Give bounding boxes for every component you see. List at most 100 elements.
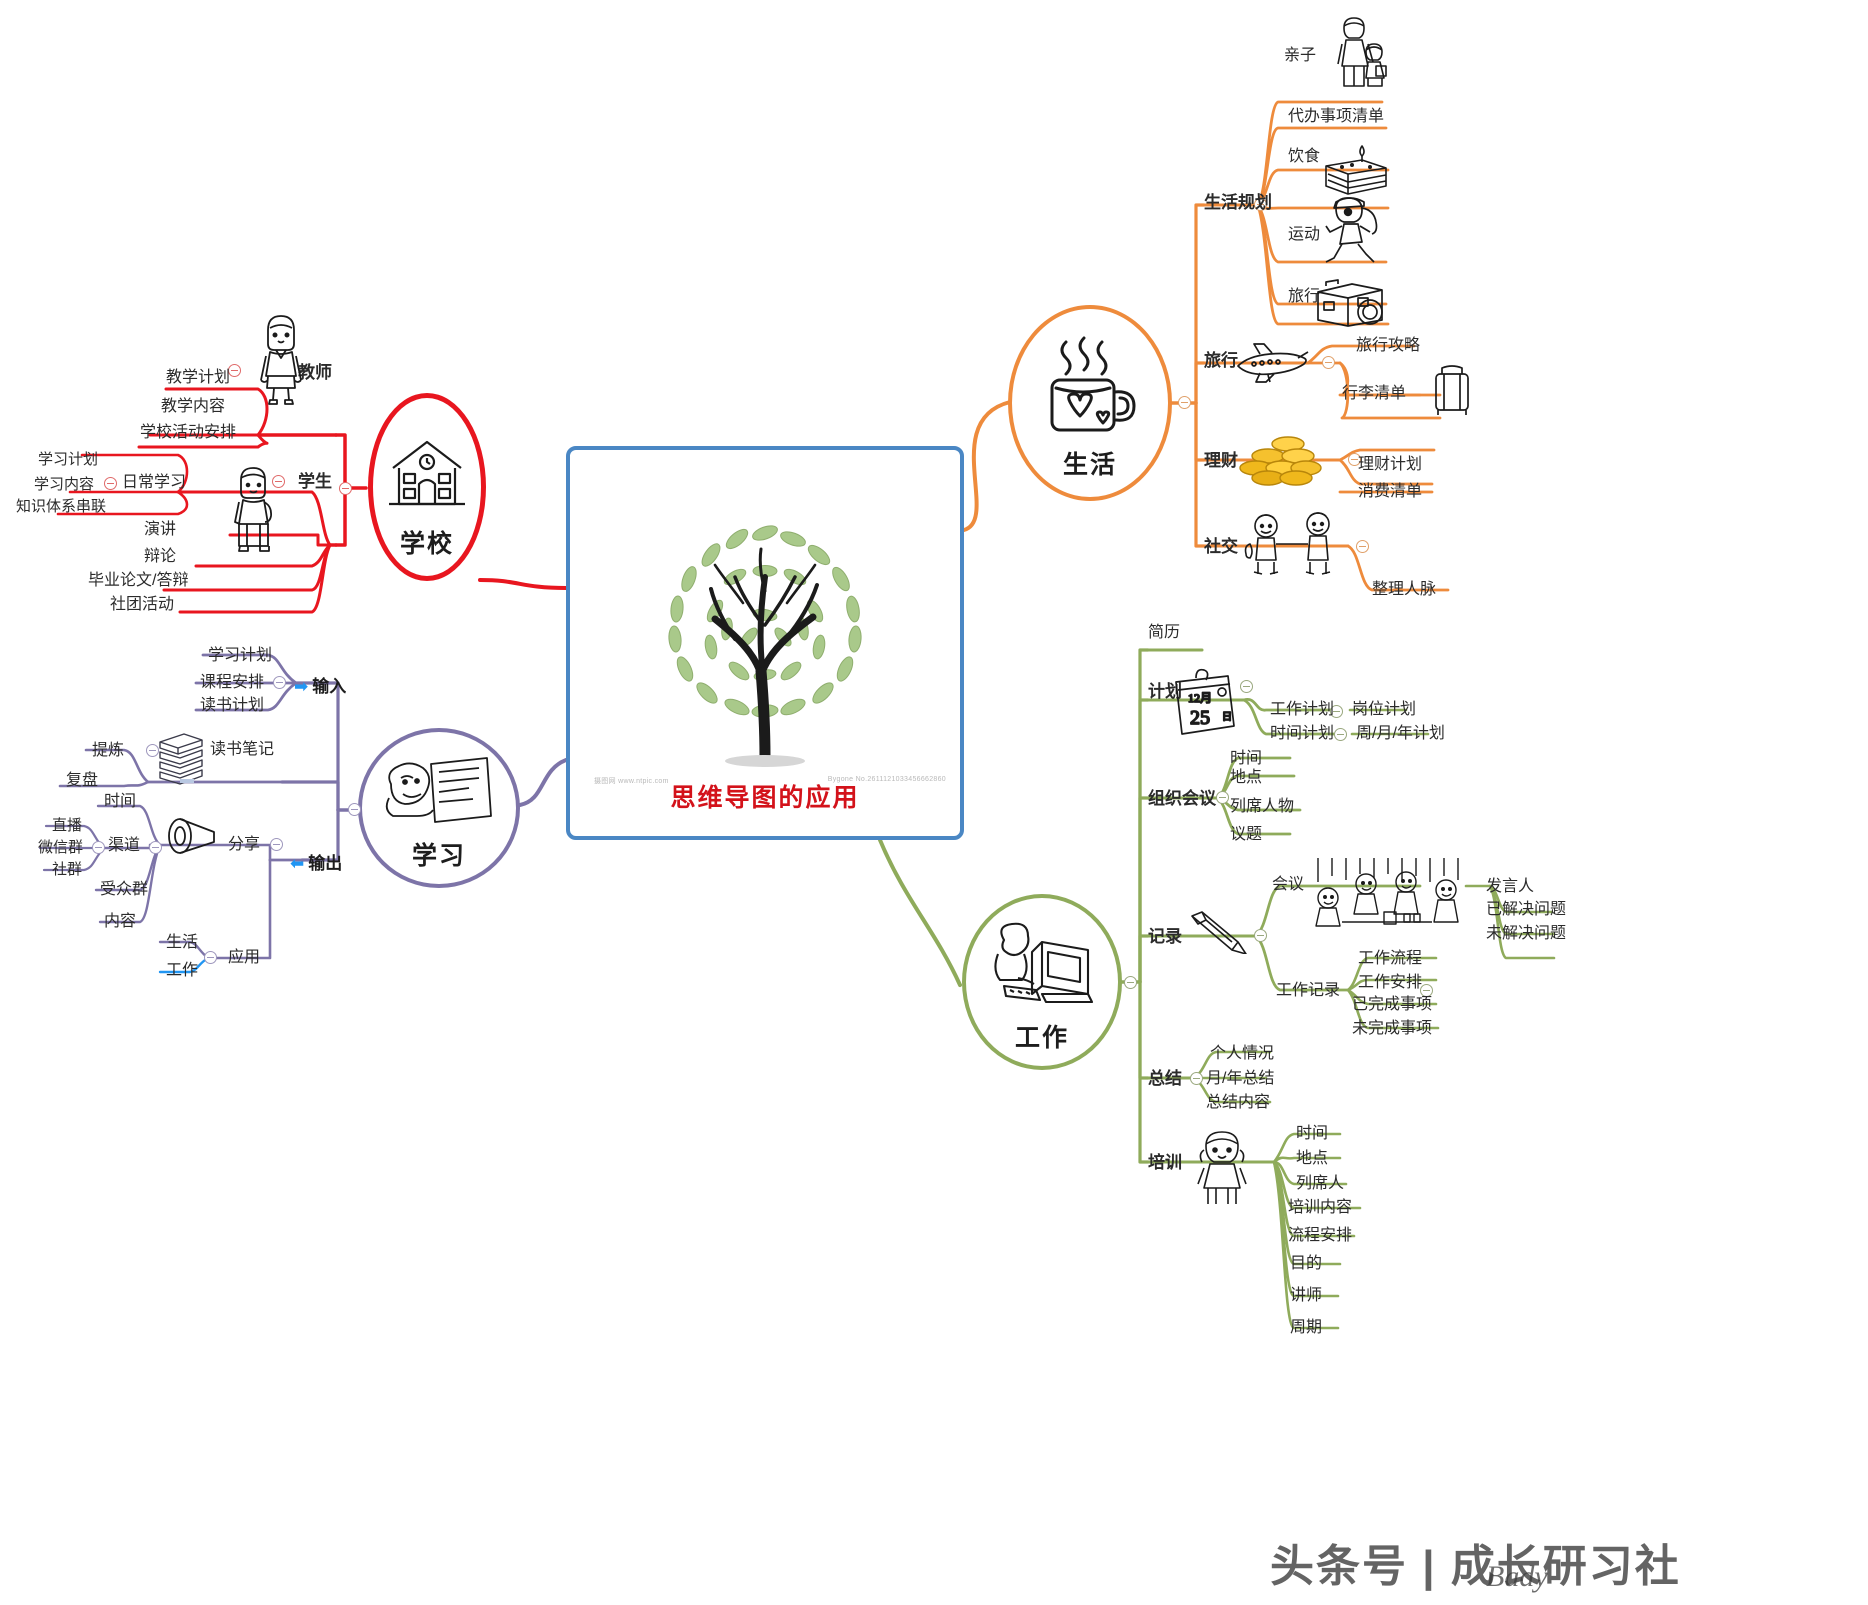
node-reading-notes[interactable]: 读书笔记	[210, 741, 275, 758]
node-summary[interactable]: 总结	[1148, 1069, 1182, 1088]
node-reading-plan[interactable]: 读书计划	[200, 697, 265, 714]
node-training-content[interactable]: 培训内容	[1288, 1199, 1353, 1216]
node-work-arrangement[interactable]: 工作安排	[1358, 974, 1423, 991]
node-luggage-list[interactable]: 行李清单	[1342, 385, 1407, 402]
node-meeting-time[interactable]: 时间	[1230, 750, 1263, 767]
central-topic-box[interactable]: 摄图网 www.ntpic.com Bygone No.261112103345…	[566, 446, 964, 840]
node-speech[interactable]: 演讲	[144, 521, 177, 538]
node-month-year-summary[interactable]: 月/年总结	[1206, 1070, 1275, 1087]
node-finance-plan[interactable]: 理财计划	[1358, 456, 1423, 473]
node-apply-work[interactable]: 工作	[166, 962, 199, 979]
branch-hub-work[interactable]: 工作	[962, 894, 1122, 1070]
node-teaching-plan[interactable]: 教学计划	[166, 369, 231, 386]
node-travel-guide[interactable]: 旅行攻略	[1356, 337, 1421, 354]
node-teacher[interactable]: 教师	[298, 363, 332, 382]
node-course-schedule[interactable]: 课程安排	[200, 674, 265, 691]
node-diet[interactable]: 饮食	[1288, 148, 1321, 165]
node-parenting[interactable]: 亲子	[1284, 47, 1317, 64]
collapse-toggle-travel[interactable]	[1322, 356, 1335, 369]
node-social[interactable]: 社交	[1204, 537, 1238, 556]
node-study-plan[interactable]: 学习计划	[208, 647, 273, 664]
collapse-toggle-reading-notes[interactable]	[146, 744, 159, 757]
collapse-toggle-work-record[interactable]	[1420, 984, 1433, 997]
collapse-toggle-study[interactable]	[348, 803, 361, 816]
node-share-content[interactable]: 内容	[104, 913, 137, 930]
node-training-purpose[interactable]: 目的	[1290, 1255, 1323, 1272]
node-time-plan[interactable]: 时间计划	[1270, 725, 1335, 742]
node-training-time[interactable]: 时间	[1296, 1125, 1329, 1142]
node-study-plan-school[interactable]: 学习计划	[38, 451, 99, 468]
collapse-toggle-student[interactable]	[272, 475, 285, 488]
collapse-toggle-school[interactable]	[339, 482, 352, 495]
node-input[interactable]: ➡输入	[294, 677, 347, 696]
node-student[interactable]: 学生	[298, 472, 332, 491]
node-travel[interactable]: 旅行	[1204, 351, 1238, 370]
node-share-time[interactable]: 时间	[104, 793, 137, 810]
collapse-toggle-social[interactable]	[1356, 540, 1369, 553]
node-training-place[interactable]: 地点	[1296, 1150, 1329, 1167]
node-uncompleted-items[interactable]: 未完成事项	[1352, 1020, 1433, 1037]
node-summary-content[interactable]: 总结内容	[1206, 1094, 1271, 1111]
collapse-toggle-apply[interactable]	[204, 951, 217, 964]
node-thesis-defense[interactable]: 毕业论文/答辩	[88, 572, 189, 589]
node-debate[interactable]: 辩论	[144, 548, 177, 565]
collapse-toggle-daily-study[interactable]	[104, 477, 117, 490]
node-share[interactable]: 分享	[228, 836, 261, 853]
node-teaching-content[interactable]: 教学内容	[161, 398, 226, 415]
node-school-activity-schedule[interactable]: 学校活动安排	[140, 424, 237, 441]
branch-hub-study[interactable]: 学习	[358, 728, 520, 888]
node-life-travel[interactable]: 旅行	[1288, 288, 1321, 305]
node-study-content[interactable]: 学习内容	[34, 476, 95, 493]
collapse-toggle-life[interactable]	[1178, 396, 1191, 409]
collapse-toggle-plan[interactable]	[1240, 680, 1253, 693]
node-apply-life[interactable]: 生活	[166, 934, 199, 951]
collapse-toggle-work-plan[interactable]	[1330, 705, 1343, 718]
node-plan[interactable]: 计划	[1148, 682, 1182, 701]
node-training[interactable]: 培训	[1148, 1153, 1182, 1172]
node-network-management[interactable]: 整理人脉	[1372, 581, 1437, 598]
node-position-plan[interactable]: 岗位计划	[1352, 701, 1417, 718]
collapse-toggle-channel-sub[interactable]	[92, 841, 105, 854]
node-week-month-year-plan[interactable]: 周/月/年计划	[1356, 725, 1445, 742]
node-organize-meeting[interactable]: 组织会议	[1148, 789, 1216, 808]
node-finance[interactable]: 理财	[1204, 451, 1238, 470]
collapse-toggle-share[interactable]	[270, 838, 283, 851]
node-club-activity[interactable]: 社团活动	[110, 596, 175, 613]
node-review[interactable]: 复盘	[66, 772, 99, 789]
node-work-record[interactable]: 工作记录	[1276, 982, 1341, 999]
node-solved-issues[interactable]: 已解决问题	[1486, 901, 1567, 918]
collapse-toggle-input[interactable]	[273, 676, 286, 689]
node-work-process[interactable]: 工作流程	[1358, 950, 1423, 967]
node-meeting-place[interactable]: 地点	[1230, 769, 1263, 786]
node-personal-situation[interactable]: 个人情况	[1210, 1045, 1275, 1062]
branch-hub-life[interactable]: 生活	[1008, 305, 1172, 501]
node-training-cycle[interactable]: 周期	[1290, 1319, 1323, 1336]
collapse-toggle-summary[interactable]	[1190, 1072, 1203, 1085]
node-apply[interactable]: 应用	[228, 949, 261, 966]
collapse-toggle-record[interactable]	[1254, 929, 1267, 942]
node-meeting-topic[interactable]: 议题	[1230, 826, 1263, 843]
node-refine[interactable]: 提炼	[92, 742, 125, 759]
node-life-planning[interactable]: 生活规划	[1204, 193, 1272, 212]
collapse-toggle-finance[interactable]	[1348, 453, 1361, 466]
node-todo-list[interactable]: 代办事项清单	[1288, 108, 1385, 125]
node-channel[interactable]: 渠道	[108, 837, 141, 854]
collapse-toggle-work[interactable]	[1124, 976, 1137, 989]
node-output[interactable]: ⬅输出	[290, 854, 343, 873]
collapse-toggle-time-plan[interactable]	[1334, 728, 1347, 741]
node-training-process[interactable]: 流程安排	[1288, 1227, 1353, 1244]
node-livestream[interactable]: 直播	[52, 817, 83, 834]
node-work-plan[interactable]: 工作计划	[1270, 701, 1335, 718]
node-training-attendees[interactable]: 列席人	[1296, 1175, 1345, 1192]
node-speaker[interactable]: 发言人	[1486, 878, 1535, 895]
collapse-toggle-channel[interactable]	[149, 841, 162, 854]
branch-hub-school[interactable]: 学校	[368, 393, 486, 581]
node-meeting[interactable]: 会议	[1272, 876, 1305, 893]
node-training-lecturer[interactable]: 讲师	[1290, 1287, 1323, 1304]
node-knowledge-system[interactable]: 知识体系串联	[16, 498, 107, 515]
node-unsolved-issues[interactable]: 未解决问题	[1486, 925, 1567, 942]
node-wechat-group[interactable]: 微信群	[38, 839, 84, 856]
node-community[interactable]: 社群	[52, 861, 83, 878]
node-expense-list[interactable]: 消费清单	[1358, 483, 1423, 500]
node-audience[interactable]: 受众群	[100, 881, 149, 898]
